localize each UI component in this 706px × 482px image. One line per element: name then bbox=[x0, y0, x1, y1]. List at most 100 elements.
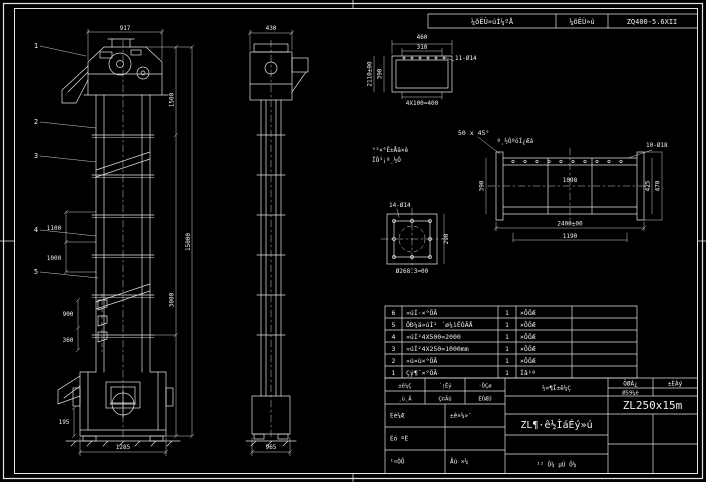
flange-dim-bottom: Ø268.3=00 bbox=[396, 268, 429, 275]
scale-label: ±ÈÀý bbox=[668, 380, 683, 388]
side-dim-top: 430 bbox=[266, 25, 277, 32]
rev-cell: Ç©Ãû bbox=[438, 396, 451, 403]
flange-holes-note: 14-Ø14 bbox=[389, 202, 411, 209]
model-number: ZL250x15m bbox=[623, 399, 683, 412]
tower-casing bbox=[95, 94, 151, 373]
part-qty: 1 bbox=[505, 309, 509, 317]
dim-bucket-size: 360 bbox=[63, 337, 74, 344]
parts-table: 6 »úÍ·×°ÖÃ 1 ×ÔÖÆ 5 ÖÐ¼ä»úÍ² ´ø¼ìÊÓÃÅ 1 … bbox=[392, 308, 536, 377]
side-view bbox=[245, 29, 309, 457]
dim-head-width: 917 bbox=[120, 25, 131, 32]
balloon-3: 3 bbox=[34, 152, 38, 160]
part-material: ×ÔÖÆ bbox=[520, 332, 536, 341]
rev-cell: ±ê¼Ç bbox=[398, 383, 411, 390]
rev-cell: ·ÖÇø bbox=[478, 383, 492, 390]
section-holes-note: 11-Ø14 bbox=[455, 55, 477, 62]
side-dim-base: 965 bbox=[266, 444, 277, 451]
chamfer-note: 50 x 45° bbox=[458, 129, 489, 137]
stage-label: ½×¶Î±ê¼Ç bbox=[542, 385, 571, 392]
casing-dim-height: 425 bbox=[645, 180, 652, 191]
motor-bracket bbox=[291, 57, 309, 73]
inspection-door bbox=[105, 381, 141, 409]
dim-overall-height: 15000 bbox=[185, 233, 192, 251]
casing-dim-inner: 1098 bbox=[563, 177, 578, 184]
part-name: »úÍ·×°ÖÃ bbox=[406, 308, 437, 317]
flange-detail bbox=[380, 207, 445, 271]
balloon-leaders bbox=[39, 45, 99, 279]
dim-left-mid: 1000 bbox=[47, 255, 62, 262]
buckets bbox=[97, 299, 108, 343]
head-pulley bbox=[108, 52, 132, 76]
balloon-5: 5 bbox=[34, 268, 38, 276]
side-dim-lines bbox=[247, 29, 295, 457]
header-strip bbox=[427, 13, 698, 29]
casing-dim-outer-height: 470 bbox=[655, 180, 662, 191]
part-qty: 1 bbox=[505, 321, 509, 329]
balloon-2: 2 bbox=[34, 118, 38, 126]
part-material: Íâ¹º bbox=[520, 368, 536, 377]
dim-bucket-pitch: 900 bbox=[63, 311, 74, 318]
side-boot bbox=[251, 395, 291, 435]
weight-label: ÖØÁ¿ bbox=[623, 381, 637, 388]
header-doc-cell: ¼õËÙ»úÍ¼ºÅ bbox=[471, 17, 514, 26]
rev-cell: ¸ü¸Ä bbox=[398, 396, 412, 403]
rev-cell: ´¦Êý bbox=[438, 382, 452, 390]
part-material: ×ÔÖÆ bbox=[520, 356, 536, 365]
part-no: 4 bbox=[392, 333, 396, 341]
part-material: ×ÔÖÆ bbox=[520, 320, 536, 329]
part-no: 3 bbox=[392, 345, 396, 353]
sheet-note: ¹² Õ¼ µÚ Õ¼ bbox=[537, 462, 577, 469]
inlet-hopper bbox=[57, 375, 81, 405]
section-pitch-note: 4X100=400 bbox=[406, 100, 439, 107]
casing-dim-overall: 2400±00 bbox=[557, 221, 583, 228]
sign-process: ¹¤ÒÕ bbox=[390, 459, 405, 466]
weight-value: Ø59¼è bbox=[622, 390, 639, 397]
casing-holes-note: 10-Ø18 bbox=[646, 142, 668, 149]
sign-check: Éó ºË bbox=[390, 435, 408, 443]
casing-dim-left: 390 bbox=[479, 180, 486, 191]
fit-note-line2: ÏÖ³¡º¸½Ó bbox=[372, 157, 401, 164]
part-qty: 1 bbox=[505, 357, 509, 365]
section-dim-width: 460 bbox=[417, 34, 428, 41]
part-name: ÖÐ¼ä»úÍ² ´ø¼ìÊÓÃÅ bbox=[406, 320, 473, 329]
dim-left-upper: 1100 bbox=[47, 225, 62, 232]
part-no: 1 bbox=[392, 369, 396, 377]
part-no: 5 bbox=[392, 321, 396, 329]
drawing-title: ZL¶·ê½ÌáÉý»ú bbox=[520, 418, 592, 431]
flange-dim-right: 290 bbox=[443, 233, 450, 244]
dim-right-lower: 3000 bbox=[169, 292, 176, 307]
part-no: 6 bbox=[392, 309, 396, 317]
balloon-1: 1 bbox=[34, 42, 38, 50]
rev-cell: ÈÕÆÚ bbox=[478, 395, 491, 403]
header-mid-cell: ¼õËÙ»ú bbox=[569, 17, 594, 26]
front-view bbox=[39, 28, 195, 457]
part-name: Çý¶¯×°ÖÃ bbox=[406, 368, 437, 377]
section-dim-inner: 310 bbox=[417, 44, 428, 51]
casing-dim-span: 1190 bbox=[563, 233, 578, 240]
title-block-grid bbox=[384, 377, 698, 474]
part-name: »úÍ²4X500=2000 bbox=[406, 332, 461, 341]
dim-boot: 195 bbox=[59, 419, 70, 426]
section-dim-left-inner: 390 bbox=[377, 68, 384, 79]
ground-line bbox=[65, 440, 181, 447]
header-code-cell: ZQ400-5.6XII bbox=[627, 18, 678, 26]
section-dim-left-outer: 2110±00 bbox=[367, 61, 374, 87]
parts-table-grid bbox=[384, 305, 638, 379]
weld-note: º¸½ÓºóÍ¿Æá bbox=[497, 137, 534, 145]
title-block: ±ê¼Ç ´¦Êý ·ÖÇø ¸ü¸Ä Ç©Ãû ÈÕÆÚ Éè¼Æ ±ê×¼»… bbox=[390, 380, 683, 469]
sign-standard: ±ê×¼»¯ bbox=[450, 413, 472, 420]
part-name: »úÍ²4X250=1000mm bbox=[406, 344, 469, 353]
drive-sprocket bbox=[136, 66, 150, 80]
part-material: ×ÔÖÆ bbox=[520, 308, 536, 317]
part-qty: 1 bbox=[505, 333, 509, 341]
discharge-chute bbox=[61, 65, 89, 104]
text-layer: ¼õËÙ»úÍ¼ºÅ ¼õËÙ»ú ZQ400-5.6XII 1 2 3 4 5… bbox=[34, 17, 683, 469]
fit-note-line1: °²×°Ê±Åä×ê bbox=[372, 146, 409, 154]
dim-base-width: 1285 bbox=[116, 444, 131, 451]
part-qty: 1 bbox=[505, 345, 509, 353]
sign-approve: Åú ×¼ bbox=[450, 459, 468, 466]
